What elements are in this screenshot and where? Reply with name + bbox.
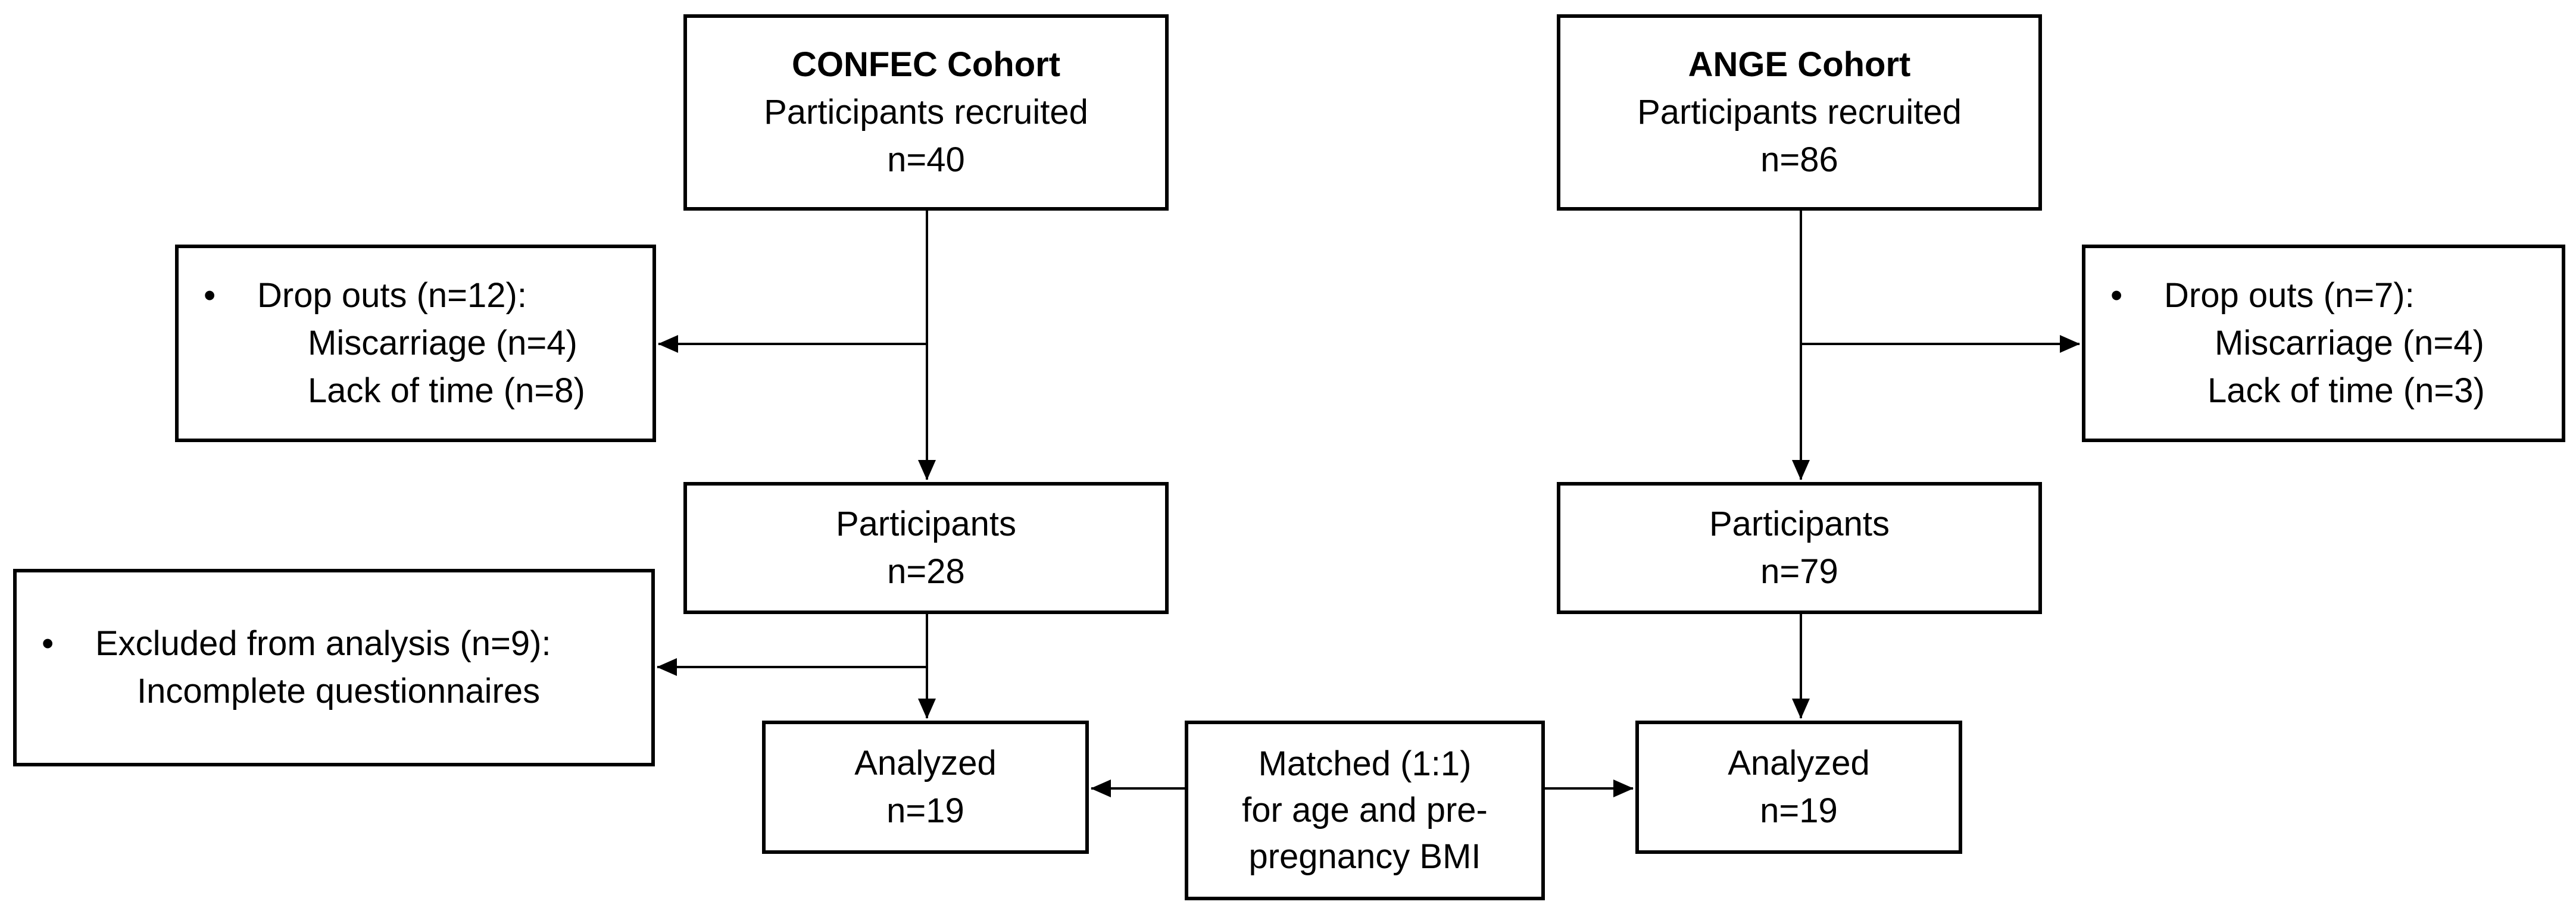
- confec-analyzed-label: Analyzed: [854, 744, 997, 782]
- bullet-icon: •: [42, 624, 54, 663]
- ange-cohort-title: ANGE Cohort: [1688, 45, 1911, 84]
- confec-dropouts-item: Lack of time (n=8): [308, 371, 585, 410]
- confec-excluded-heading-row: • Excluded from analysis (n=9):: [42, 620, 551, 668]
- ange-dropouts-item: Lack of time (n=3): [2207, 371, 2485, 410]
- confec-participants-label: Participants: [835, 505, 1017, 543]
- confec-excluded-heading: Excluded from analysis (n=9):: [95, 624, 551, 663]
- matching-line: Matched (1:1): [1258, 744, 1472, 783]
- confec-cohort-box: CONFEC Cohort Participants recruited n=4…: [683, 14, 1169, 211]
- ange-dropouts-item: Miscarriage (n=4): [2215, 324, 2484, 362]
- ange-participants-count: n=79: [1760, 552, 1838, 591]
- bullet-icon: •: [204, 276, 216, 315]
- ange-dropouts-heading-row: • Drop outs (n=7):: [2110, 272, 2415, 320]
- confec-recruited-label: Participants recruited: [764, 93, 1088, 132]
- ange-recruited-count: n=86: [1760, 140, 1838, 179]
- ange-analyzed-label: Analyzed: [1728, 744, 1870, 782]
- confec-participants-count: n=28: [887, 552, 965, 591]
- ange-participants-box: Participants n=79: [1557, 482, 2042, 614]
- confec-dropouts-heading: Drop outs (n=12):: [257, 276, 527, 315]
- matching-box: Matched (1:1) for age and pre- pregnancy…: [1185, 721, 1545, 900]
- confec-analyzed-count: n=19: [886, 791, 964, 830]
- ange-cohort-box: ANGE Cohort Participants recruited n=86: [1557, 14, 2042, 211]
- ange-participants-label: Participants: [1709, 505, 1890, 543]
- bullet-icon: •: [2110, 276, 2123, 315]
- ange-recruited-label: Participants recruited: [1637, 93, 1962, 132]
- confec-excluded-item: Incomplete questionnaires: [137, 672, 541, 710]
- matching-line: for age and pre-: [1242, 791, 1488, 829]
- ange-dropouts-heading: Drop outs (n=7):: [2164, 276, 2415, 315]
- confec-cohort-title: CONFEC Cohort: [791, 45, 1061, 84]
- ange-analyzed-box: Analyzed n=19: [1635, 721, 1962, 854]
- confec-recruited-count: n=40: [887, 140, 965, 179]
- ange-analyzed-count: n=19: [1760, 791, 1838, 830]
- matching-line: pregnancy BMI: [1248, 837, 1481, 876]
- confec-dropouts-box: • Drop outs (n=12): Miscarriage (n=4) La…: [175, 245, 656, 442]
- confec-dropouts-item: Miscarriage (n=4): [308, 324, 577, 362]
- confec-dropouts-heading-row: • Drop outs (n=12):: [204, 272, 527, 320]
- confec-participants-box: Participants n=28: [683, 482, 1169, 614]
- confec-excluded-box: • Excluded from analysis (n=9): Incomple…: [13, 569, 655, 766]
- confec-analyzed-box: Analyzed n=19: [762, 721, 1089, 854]
- ange-dropouts-box: • Drop outs (n=7): Miscarriage (n=4) Lac…: [2082, 245, 2565, 442]
